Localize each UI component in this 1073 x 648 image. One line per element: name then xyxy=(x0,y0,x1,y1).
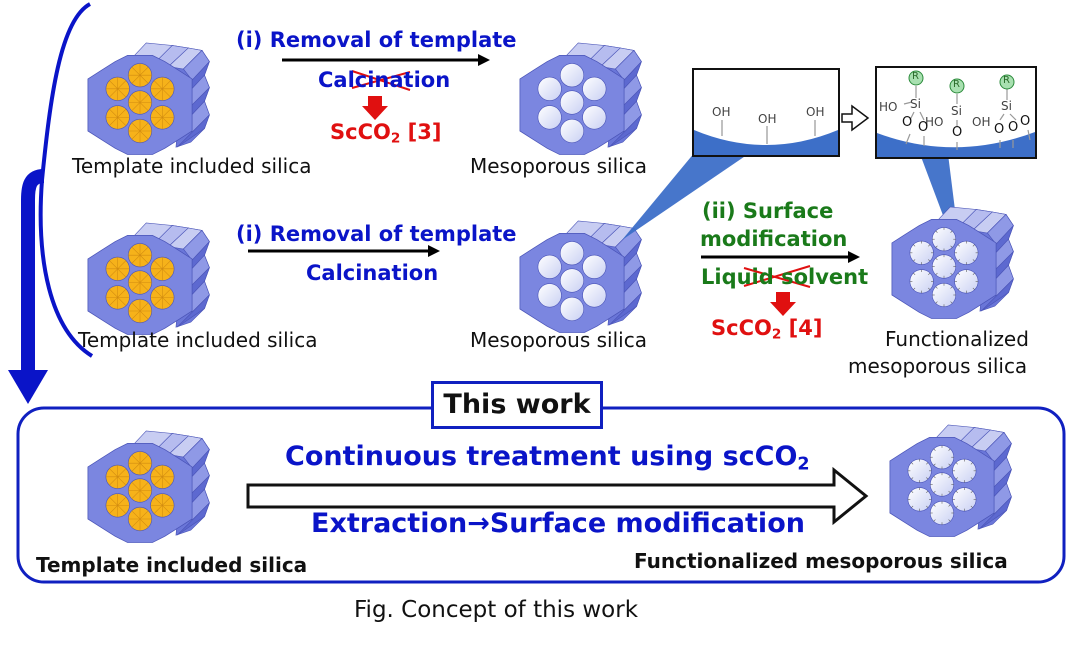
functionalized-silica-this-work xyxy=(889,424,1012,537)
mesoporous-silica-row2 xyxy=(519,220,642,333)
row2-end-label-line2: mesoporous silica xyxy=(848,354,1028,378)
functionalized-silica-row2 xyxy=(891,206,1014,319)
inset-hydroxyl-surface xyxy=(692,68,840,157)
inset1-oh-3: OH xyxy=(806,105,825,119)
this-work-badge: This work xyxy=(431,381,603,429)
this-work-title-text: Continuous treatment using scCO xyxy=(285,441,798,472)
si-3: Si xyxy=(1001,99,1012,113)
this-work-subtitle: Extraction→Surface modification xyxy=(311,508,805,539)
this-work-title-sub: 2 xyxy=(797,454,810,475)
mesoporous-silica-row1 xyxy=(519,42,642,155)
r-group-2: R xyxy=(953,79,960,90)
bracket-curve xyxy=(38,2,94,358)
inset-functionalized-surface xyxy=(875,66,1037,159)
row1-step-title: (i) Removal of template xyxy=(236,28,517,52)
template-silica-row2 xyxy=(87,222,210,335)
row2-step-title: (i) Removal of template xyxy=(236,222,517,246)
o-3: O xyxy=(952,125,963,140)
row2-mid-label: Mesoporous silica xyxy=(470,328,647,352)
row2-replacement: ScCO2 [4] xyxy=(711,316,822,342)
transform-arrow-icon xyxy=(841,104,870,132)
si-1: Si xyxy=(910,97,921,111)
this-work-end-label: Functionalized mesoporous silica xyxy=(634,549,1008,573)
o-1: O xyxy=(902,115,913,130)
row2-end-label-line1: Functionalized xyxy=(885,327,1029,351)
row1-replacement-text: ScCO xyxy=(330,120,391,144)
down-arrow-shaft xyxy=(21,169,45,372)
o-4: O xyxy=(994,122,1005,137)
template-silica-row1 xyxy=(87,42,210,155)
row1-struck-method: Calcination xyxy=(318,68,451,92)
down-arrow-head xyxy=(8,370,48,404)
figure-caption: Fig. Concept of this work xyxy=(354,597,639,623)
ho-1: HO xyxy=(879,100,898,114)
row1-replacement-ref: [3] xyxy=(400,120,442,144)
row2-replacement-sub: 2 xyxy=(771,326,782,343)
row2-step2-title-line2: modification xyxy=(700,227,848,251)
oh-1: OH xyxy=(972,115,991,129)
o-6: O xyxy=(1020,114,1031,129)
si-2: Si xyxy=(951,104,962,118)
continuous-arrow xyxy=(246,466,869,526)
row1-replacement: ScCO2 [3] xyxy=(330,120,441,146)
this-work-start-label: Template included silica xyxy=(36,553,308,577)
row2-replacement-ref: [4] xyxy=(781,316,823,340)
callout-wedge-1 xyxy=(622,146,760,240)
template-silica-this-work xyxy=(87,430,210,543)
row2-method: Calcination xyxy=(306,261,439,285)
o-5: O xyxy=(1008,120,1019,135)
this-work-title: Continuous treatment using scCO2 xyxy=(285,441,810,474)
ho-2: HO xyxy=(925,115,944,129)
row1-replacement-sub: 2 xyxy=(390,130,401,147)
row1-end-label: Mesoporous silica xyxy=(470,154,647,178)
r-group-3: R xyxy=(1003,75,1010,86)
row2-start-label: Template included silica xyxy=(78,328,318,352)
r-group-1: R xyxy=(912,71,919,82)
row2-step2-title-line1: (ii) Surface xyxy=(702,199,834,223)
o-2: O xyxy=(918,120,929,135)
row2-replacement-text: ScCO xyxy=(711,316,772,340)
inset1-oh-2: OH xyxy=(758,112,777,126)
row2-struck-method: Liquid solvent xyxy=(701,265,869,289)
inset1-oh-1: OH xyxy=(712,105,731,119)
row1-start-label: Template included silica xyxy=(72,154,312,178)
